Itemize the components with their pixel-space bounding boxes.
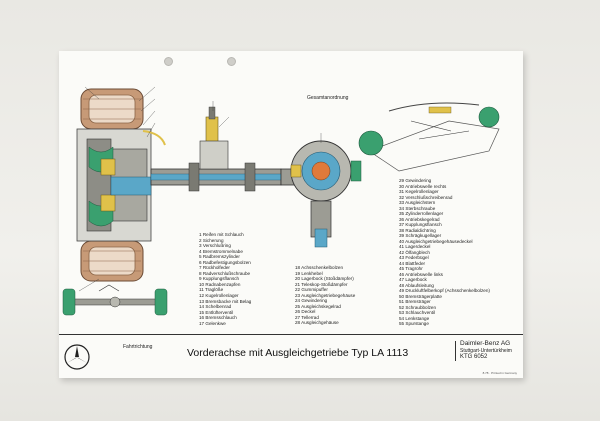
legend-item: 23 Ausgleichgetriebegehäuse <box>295 292 356 298</box>
legend-item: 30 Antriebswelle rechts <box>399 183 447 189</box>
legend-item: 5 Radbremszylinder <box>199 254 240 260</box>
legend-item: 14 Schelbenrad <box>199 304 232 310</box>
company-city: Stuttgart-Untertürkheim <box>460 347 512 354</box>
punch-hole <box>164 57 173 66</box>
legend-item: 22 Gummipuffer <box>295 287 328 293</box>
legend-item: 16 Bremsschlauch <box>199 315 237 321</box>
legend-item: 53 Schlauchventil <box>399 310 436 315</box>
legend-item: 13 Bremsbacke mit Belag <box>199 298 252 304</box>
footnote: 8.78 · Printed in Germany <box>482 371 517 375</box>
legend-item: 52 Schraubbolzen <box>399 304 437 310</box>
legend-column-2: 18 Achsschenkelbolzen 19 Lenkhebel 20 La… <box>295 265 355 326</box>
legend-item: 11 Traglöße <box>199 287 224 293</box>
legend-item: 19 Lenkhebel <box>295 270 323 276</box>
legend-item: 49 Druckluftfelberkopf (Achsschenkelbolz… <box>399 288 490 293</box>
legend-item: 39 Schrägkugellager <box>399 233 442 238</box>
legend-item: 10 Radnabenzapfen <box>199 281 241 287</box>
legend-column-3: 29 Gewindering 30 Antriebswelle rechts 3… <box>399 178 490 327</box>
wheel-hub <box>76 128 166 242</box>
legend-item: 24 Gewindering <box>295 298 328 304</box>
punch-hole <box>227 57 236 66</box>
title-bar: Vorderachse mit Ausgleichgetriebe Typ LA… <box>59 334 523 379</box>
legend-item: 54 Lenkstange <box>399 315 430 321</box>
legend-item: 2 Sicherung <box>199 237 224 243</box>
legend-item: 37 Kupplungsflansch <box>399 222 442 227</box>
leader-lines <box>78 86 322 292</box>
sheet-title: Vorderachse mit Ausgleichgetriebe Typ LA… <box>187 347 409 359</box>
drive-direction-label: Fahrtrichtung <box>123 344 153 350</box>
legend-item: 1 Reifen mit Schlauch <box>199 232 244 237</box>
legend-item: 15 Entlüfterventil <box>199 309 234 315</box>
overall-arrangement-sketch <box>358 102 500 172</box>
legend-item: 26 Deckel <box>295 309 316 315</box>
legend-item: 36 Antriebskegelrad <box>399 216 440 222</box>
legend-item: 27 Tellerrad <box>295 314 319 320</box>
legend-item: 29 Gewindering <box>399 178 432 183</box>
legend-item: 41 Lagerdeckel <box>399 244 431 249</box>
mercedes-star-logo <box>64 344 90 370</box>
legend-item: 18 Achsschenkelbolzen <box>295 265 344 270</box>
legend-item: 46 Antriebswelle links <box>399 271 443 277</box>
legend-item: 28 Ausgleichgehäuse <box>295 320 339 326</box>
legend-item: 51 Bremsträger <box>399 299 431 304</box>
legend-item: 25 Ausgleichskegelrad <box>295 303 341 309</box>
legend-item: 31 Kegelrollenlager <box>399 189 439 194</box>
legend-item: 42 Ölfangblech <box>399 249 430 255</box>
drive-direction-sketch <box>62 284 168 316</box>
legend-item: 44 Blattfeder <box>399 260 426 266</box>
legend-item: 33 Ausgleichstern <box>399 200 436 205</box>
legend-item: 6 Radbefestigungsbolzen <box>199 259 251 265</box>
company-name: Daimler-Benz AG <box>460 340 511 347</box>
legend-item: 7 Rückholfeder <box>199 265 230 271</box>
company-block: Daimler-Benz AG Stuttgart-Untertürkheim … <box>455 340 524 361</box>
legend-item: 43 Federbügel <box>399 255 429 260</box>
document-code: KTG 6052 <box>460 354 488 360</box>
legend-item: 48 Ablaufsleitung <box>399 282 434 288</box>
differential <box>290 140 362 248</box>
legend-item: 35 Zylinderrollenlager <box>399 211 444 216</box>
legend-item: 20 Lagerbock (Stoßdämpfer) <box>295 276 354 282</box>
legend-item: 21 Teleskop-Stoßdämpfer <box>295 281 348 287</box>
legend-item: 40 Ausgleichgetriebegehäusedeckel <box>399 238 473 244</box>
legend-column-1: 1 Reifen mit Schlauch 2 Sicherung 3 Vers… <box>199 232 251 326</box>
legend-item: 38 Radialdichtring <box>399 227 436 233</box>
overall-arrangement-label: Gesamtanordnung <box>307 95 349 101</box>
legend-item: 34 Sterbschraube <box>399 205 436 211</box>
legend-item: 12 Kugelrollenlager <box>199 293 239 299</box>
legend-item: 3 Verschlußring <box>199 243 231 249</box>
legend-item: 47 Lagerbock <box>399 277 427 282</box>
legend-item: 8 Radverschlußschraube <box>199 270 251 276</box>
legend-item: 17 Gelenkwe <box>199 320 226 326</box>
shock-absorber <box>199 106 229 170</box>
legend-item: 32 Verschlußschreibenrad <box>399 194 453 200</box>
upper-tire <box>80 88 144 130</box>
legend-item: 9 Kupplungsflansch <box>199 276 240 282</box>
axle-diagram <box>62 86 500 316</box>
legend-item: 45 Tragrohr <box>399 266 423 271</box>
legend-item: 4 Bremstrommelnabe <box>199 248 243 254</box>
legend-item: 55 Spurstange <box>399 321 429 326</box>
poster-sheet: Gesamtanordnung Fahrtrichtung 1 Reifen m… <box>59 51 523 378</box>
legend-item: 50 Bremsträgerplatte <box>399 293 442 299</box>
lower-tire <box>80 240 144 282</box>
